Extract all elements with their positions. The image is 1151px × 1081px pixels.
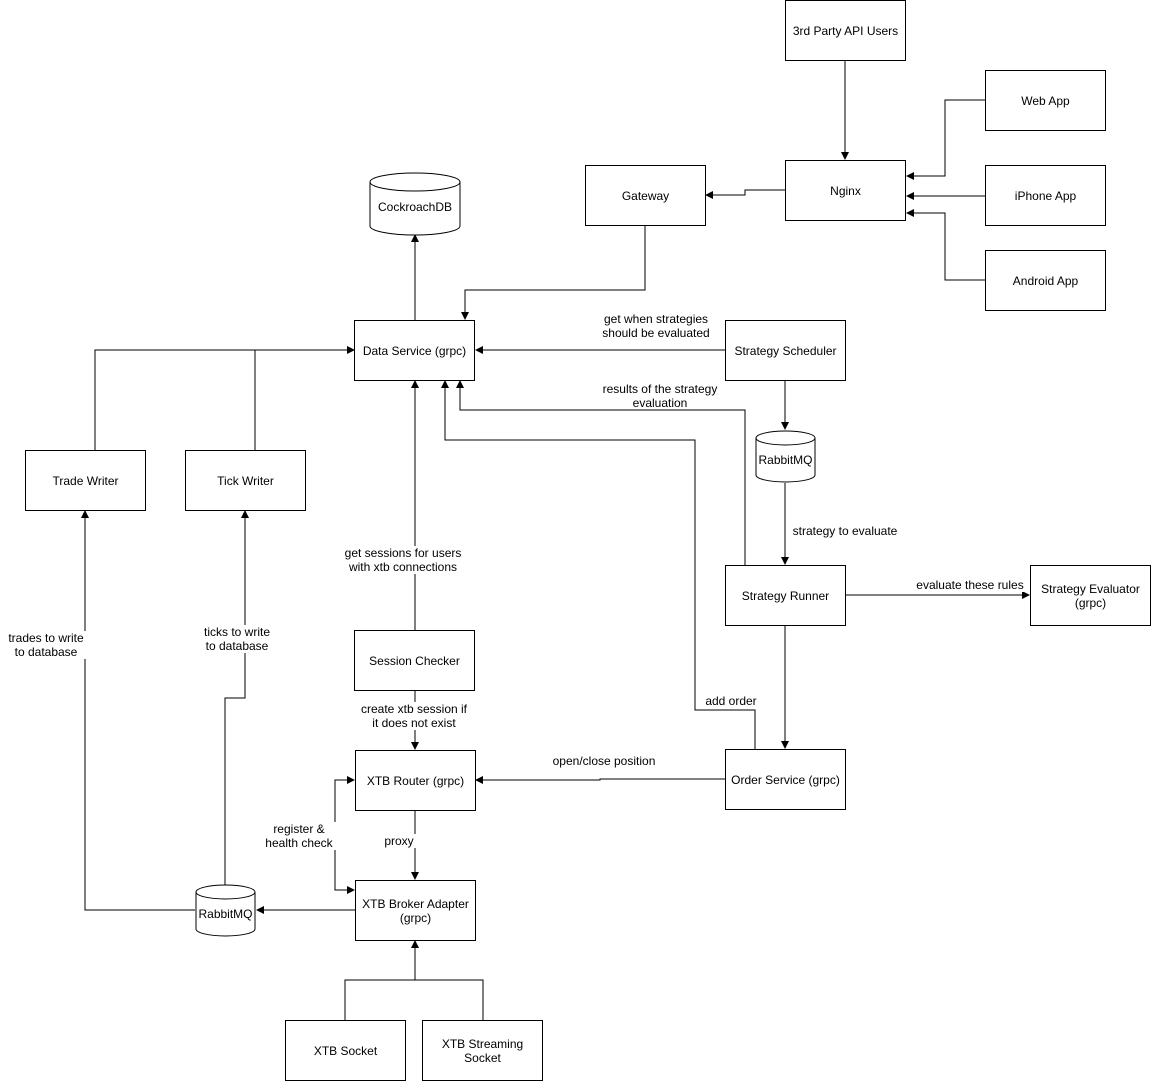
edge-orderservice-dataservice — [441, 380, 756, 749]
queue-cylinder-icon — [755, 430, 816, 483]
label-proxy: proxy — [381, 834, 417, 848]
xtb-broker-adapter-node: XTB Broker Adapter (grpc) — [355, 880, 476, 941]
nginx-node: Nginx — [785, 160, 906, 221]
trade-writer-node: Trade Writer — [25, 450, 146, 511]
edge-router-adapter-register — [334, 880, 355, 894]
edge-rabbitmq-tradewriter — [81, 510, 195, 911]
xtb-streaming-socket-node: XTB Streaming Socket — [422, 1020, 543, 1081]
edge-streaming-adapter — [415, 979, 484, 1020]
order-service-node: Order Service (grpc) — [725, 749, 846, 810]
database-cylinder-icon — [369, 172, 461, 236]
third-party-api-users-node: 3rd Party API Users — [785, 0, 906, 61]
queue-cylinder-icon — [195, 884, 256, 937]
web-app-node: Web App — [985, 70, 1106, 131]
rabbitmq-top-node: RabbitMQ — [755, 430, 816, 483]
tick-writer-node: Tick Writer — [185, 450, 306, 511]
strategy-runner-node: Strategy Runner — [725, 565, 846, 626]
xtb-socket-node: XTB Socket — [285, 1020, 406, 1081]
iphone-app-node: iPhone App — [985, 165, 1106, 226]
label-register-health: register & health check — [262, 822, 336, 850]
edge-gateway-dataservice — [461, 225, 646, 320]
label-get-when-strategies: get when strategies should be evaluated — [596, 312, 716, 340]
edge-nginx-gateway — [705, 189, 785, 199]
edge-orderservice-router — [475, 776, 725, 784]
label-results-of-strategy: results of the strategy evaluation — [602, 382, 718, 410]
rabbitmq-top-label: RabbitMQ — [758, 452, 813, 467]
label-open-close-position: open/close position — [552, 754, 656, 768]
edge-runner-dataservice — [456, 380, 746, 565]
gateway-node: Gateway — [585, 165, 706, 226]
label-evaluate-these-rules: evaluate these rules — [912, 578, 1028, 592]
cockroachdb-label: CockroachDB — [377, 200, 453, 214]
label-strategy-to-evaluate: strategy to evaluate — [789, 524, 901, 538]
label-create-xtb-session: create xtb session if it does not exist — [354, 702, 474, 730]
label-add-order: add order — [700, 694, 762, 708]
edge-android-nginx — [906, 209, 985, 281]
xtb-router-node: XTB Router (grpc) — [355, 750, 476, 811]
label-trades-to-write: trades to write to database — [0, 631, 92, 659]
cockroachdb-node: CockroachDB — [369, 172, 461, 236]
android-app-node: Android App — [985, 250, 1106, 311]
edge-adapter-router-register — [334, 776, 355, 891]
rabbitmq-bottom-node: RabbitMQ — [195, 884, 256, 937]
strategy-evaluator-node: Strategy Evaluator (grpc) — [1030, 565, 1151, 626]
session-checker-node: Session Checker — [354, 630, 475, 691]
data-service-node: Data Service (grpc) — [354, 320, 475, 381]
edge-tradewriter-dataservice — [94, 346, 355, 450]
rabbitmq-bottom-label: RabbitMQ — [198, 906, 253, 921]
edge-xtbsocket-adapter — [344, 940, 419, 1020]
strategy-scheduler-node: Strategy Scheduler — [725, 320, 846, 381]
edge-webapp-nginx — [906, 99, 985, 180]
label-ticks-to-write: ticks to write to database — [196, 625, 278, 653]
label-get-sessions: get sessions for users with xtb connecti… — [338, 546, 468, 574]
edge-rabbitmq-tickwriter — [224, 510, 249, 886]
